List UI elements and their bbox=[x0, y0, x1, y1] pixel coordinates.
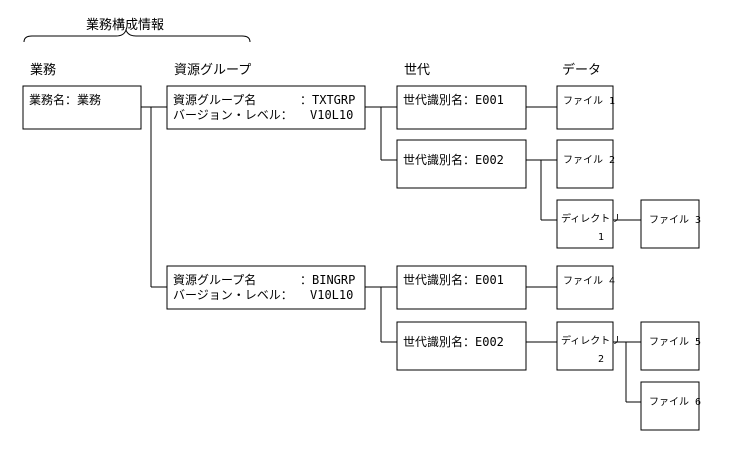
directory-box-1 bbox=[556, 199, 614, 249]
group2-name-label: 資源グループ名 bbox=[173, 272, 256, 287]
column-header-resource-group: 資源グループ bbox=[174, 63, 251, 78]
file-3-label: ファイル 3 bbox=[649, 215, 701, 226]
group1-name-label: 資源グループ名 bbox=[173, 92, 256, 107]
connector-lines bbox=[141, 106, 641, 403]
group2-version-label: バージョン・レベル： bbox=[173, 288, 293, 302]
group2-version-value: V10L10 bbox=[310, 288, 353, 302]
group2-name-value: ：BINGRP bbox=[300, 273, 355, 287]
file-4-label: ファイル 4 bbox=[563, 276, 615, 287]
group1-name-value: ：TXTGRP bbox=[300, 93, 355, 107]
diagram-title: 業務構成情報 bbox=[86, 17, 164, 33]
file-box-5 bbox=[640, 321, 700, 371]
generation-g1-e001: 世代識別名：E001 bbox=[403, 92, 504, 107]
column-header-data: データ bbox=[562, 62, 601, 78]
generation-box-g2-e001 bbox=[396, 265, 527, 310]
directory-2-label: ディレクトリ bbox=[561, 334, 620, 347]
column-header-generation: 世代 bbox=[404, 63, 430, 78]
file-box-6 bbox=[640, 381, 700, 431]
directory-2-number: 2 bbox=[598, 354, 604, 365]
group1-version-label: バージョン・レベル： bbox=[173, 108, 293, 122]
title-brace bbox=[23, 28, 251, 43]
file-box-4 bbox=[556, 265, 614, 310]
file-box-2 bbox=[556, 139, 614, 189]
generation-g1-e002: 世代識別名：E002 bbox=[403, 152, 504, 167]
file-5-label: ファイル 5 bbox=[649, 337, 701, 348]
gyomu-box bbox=[22, 85, 142, 130]
generation-box-g1-e001 bbox=[396, 85, 527, 130]
file-6-label: ファイル 6 bbox=[649, 397, 701, 408]
generation-box-g1-e002 bbox=[396, 139, 527, 189]
generation-g2-e002: 世代識別名：E002 bbox=[403, 334, 504, 349]
resource-group-box-1 bbox=[166, 85, 366, 130]
gyomu-name: 業務名：業務 bbox=[29, 92, 101, 107]
directory-1-number: 1 bbox=[598, 232, 604, 243]
file-1-label: ファイル 1 bbox=[563, 96, 615, 107]
generation-g2-e001: 世代識別名：E001 bbox=[403, 272, 504, 287]
directory-box-2 bbox=[556, 321, 614, 371]
file-2-label: ファイル 2 bbox=[563, 155, 615, 166]
group1-version-value: V10L10 bbox=[310, 108, 353, 122]
resource-group-box-2 bbox=[166, 265, 366, 310]
generation-box-g2-e002 bbox=[396, 321, 527, 371]
file-box-1 bbox=[556, 85, 614, 130]
column-header-gyomu: 業務 bbox=[30, 62, 56, 78]
directory-1-label: ディレクトリ bbox=[561, 212, 620, 225]
file-box-3 bbox=[640, 199, 700, 249]
